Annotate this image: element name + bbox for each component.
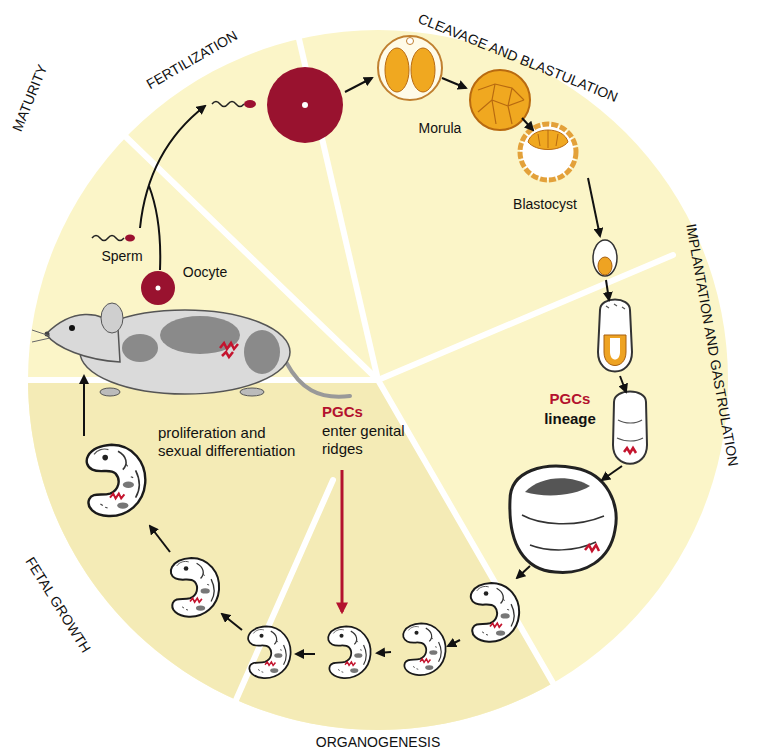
mouse-figure-part (240, 388, 264, 396)
cycle-arrows-part (602, 466, 622, 480)
mouse-figure-part (244, 330, 280, 374)
organogenesis-embryos (87, 445, 519, 678)
implantation-embryos-part (617, 420, 643, 441)
early-embryos-part (470, 70, 530, 130)
cycle-disc-part (28, 30, 728, 730)
organogenesis-embryos-part (403, 623, 445, 675)
stage-label: FETAL GROWTH (22, 554, 94, 656)
early-embryos-part (411, 48, 435, 92)
cycle-arrows-part (345, 78, 372, 92)
gametes (92, 67, 343, 305)
cycle-disc-part (28, 380, 553, 730)
cycle-arrows-part (149, 186, 160, 270)
implantation-embryos-part (598, 300, 632, 372)
stage-label: ORGANOGENESIS (316, 734, 440, 751)
early-embryos-part (538, 130, 558, 148)
cycle-arrows-part (222, 614, 242, 630)
pgc-migration-arrow (341, 470, 344, 612)
early-embryos-part (385, 48, 409, 92)
embryo-label: Morula (419, 120, 462, 137)
cycle-disc (28, 30, 728, 730)
growth-note: proliferation and sexual differentiation (158, 424, 308, 460)
mouse-figure-part (101, 303, 123, 333)
cycle-arrows-part (517, 566, 530, 578)
early-embryos-part (407, 38, 414, 45)
organogenesis-embryos-part (471, 583, 519, 642)
early-embryos-part (528, 130, 568, 150)
mouse-figure-part (122, 334, 158, 362)
sector-dividers-part (378, 255, 673, 380)
gametes-part (302, 102, 308, 108)
pgc-label: PGCs (550, 390, 591, 408)
implantation-embryos-part (606, 304, 625, 309)
cycle-arrows-part (140, 106, 205, 228)
sector-dividers-part (236, 480, 333, 700)
mouse-figure-part (100, 388, 120, 396)
sector-dividers (28, 39, 673, 700)
gamete-label: Sperm (101, 248, 142, 265)
cycle-arrows-part (606, 280, 609, 300)
early-embryos-part (520, 124, 576, 180)
cycle-arrows-part (150, 526, 170, 552)
implantation-embryos-part (525, 478, 590, 495)
implantation-embryos-part (593, 240, 617, 276)
implantation-embryos-part (613, 392, 647, 464)
cycle-arrows-part (83, 376, 85, 436)
gametes-part (92, 236, 124, 241)
gamete-label: Oocyte (183, 264, 227, 281)
implantation-embryos-part (598, 257, 612, 275)
mouse-figure-part (32, 330, 50, 342)
gametes-part (244, 100, 256, 108)
implantation-embryos-part (510, 466, 616, 572)
gametes-part (125, 235, 135, 242)
implantation-embryos-part (610, 338, 620, 360)
cycle-arrows-part (620, 376, 626, 392)
implantation-embryos-part (604, 335, 626, 366)
cycle-arrows-part (442, 78, 466, 88)
early-embryos-part (378, 36, 442, 100)
organogenesis-embryos-part (87, 445, 146, 516)
implantation-embryos-part (522, 515, 604, 550)
mouse-figure (32, 303, 350, 397)
pgc-label: PGCs (322, 403, 363, 421)
cycle-arrows (84, 78, 626, 654)
gametes-part (156, 286, 161, 291)
implantation-embryos-part (585, 545, 599, 551)
cycle-arrows-part (522, 118, 533, 130)
cycle-arrows-part (588, 178, 600, 236)
implantation-embryos (510, 240, 647, 572)
implantation-embryos-part (624, 448, 636, 453)
organogenesis-embryos-part (248, 626, 290, 678)
organogenesis-embryos-part (328, 626, 370, 678)
stage-label: MATURITY (9, 62, 51, 134)
gametes-part (267, 67, 343, 143)
early-embryos-part (478, 84, 524, 124)
gametes-part (212, 102, 244, 107)
organogenesis-embryos-part (171, 558, 219, 617)
cycle-arrows-part (296, 653, 315, 655)
early-embryos (378, 36, 576, 180)
mouse-figure-part (69, 325, 75, 331)
mouse-figure-part (220, 343, 238, 357)
cycle-arrows-part (377, 652, 391, 653)
embryo-label: Blastocyst (513, 196, 577, 213)
gametes-part (141, 271, 175, 305)
pgc-note: lineage (544, 410, 596, 428)
mouse-figure-part (286, 362, 350, 397)
pgc-note: enter genital ridges (322, 422, 422, 458)
cycle-arrows-part (448, 640, 460, 646)
